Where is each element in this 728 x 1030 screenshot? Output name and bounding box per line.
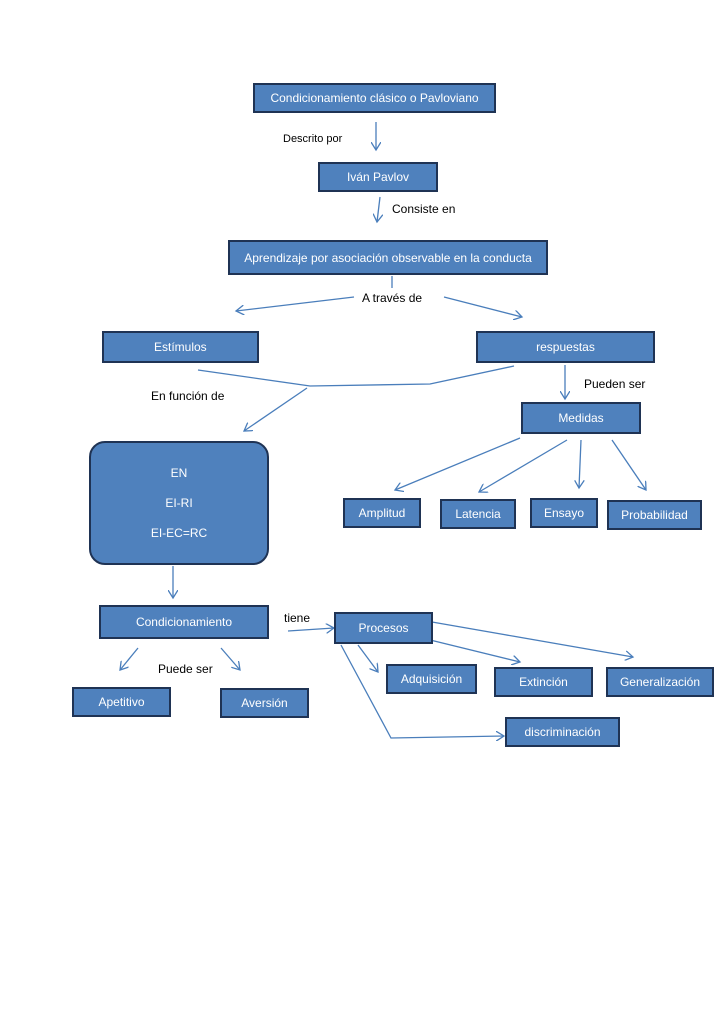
node-medidas-label: Medidas [558,411,604,425]
node-discriminacion-label: discriminación [524,725,601,739]
node-amplitud[interactable]: Amplitud [343,498,421,528]
node-adquisicion-label: Adquisición [400,672,463,686]
label-consiste-en: Consiste en [392,202,456,216]
node-estimulos-tipos[interactable]: EN EI-RI EI-EC=RC [89,441,269,565]
node-probabilidad-label: Probabilidad [621,508,688,522]
node-latencia[interactable]: Latencia [440,499,516,529]
label-descrito-por: Descrito por [283,133,343,145]
node-condicionamiento-label: Condicionamiento [135,615,233,629]
node-aprendizaje[interactable]: Aprendizaje por asociación observable en… [228,240,548,275]
node-probabilidad[interactable]: Probabilidad [607,500,702,530]
arrow-pavlov-to-aprendizaje [377,196,380,222]
arrow-to-estimulos [236,296,355,311]
node-procesos[interactable]: Procesos [334,612,433,644]
node-generalizacion[interactable]: Generalización [606,667,714,697]
node-eiecrc-label: EI-EC=RC [150,526,208,540]
node-medidas[interactable]: Medidas [521,402,641,434]
arrow-tiene-to-procesos [287,628,334,631]
node-aprendizaje-label: Aprendizaje por asociación observable en… [244,250,532,265]
arrow-to-estimulos-group [244,387,308,431]
node-generalizacion-label: Generalización [619,675,701,689]
arrow-to-respuestas [443,296,522,317]
node-pavlov[interactable]: Iván Pavlov [318,162,438,192]
arrow-procesos-to-discriminacion [340,644,504,738]
label-puede-ser: Puede ser [158,662,213,676]
node-ensayo-label: Ensayo [543,506,585,520]
arrow-medidas-to-probabilidad [611,439,646,490]
node-en-label: EN [170,466,188,480]
node-adquisicion[interactable]: Adquisición [386,664,477,694]
label-a-traves-de: A través de [362,291,423,305]
arrow-medidas-to-amplitud [395,437,521,490]
node-amplitud-label: Amplitud [358,506,406,520]
arrow-to-apetitivo [120,647,139,670]
node-estimulos-label: Estímulos [154,340,207,354]
node-pavlov-label: Iván Pavlov [346,170,410,184]
node-apetitivo[interactable]: Apetitivo [72,687,171,717]
arrow-medidas-to-latencia [479,439,568,492]
arrow-procesos-to-adquisicion [357,644,378,672]
node-discriminacion[interactable]: discriminación [505,717,620,747]
node-extincion-label: Extinción [519,675,568,689]
node-extincion[interactable]: Extinción [494,667,593,697]
node-estimulos[interactable]: Estímulos [102,331,259,363]
arrow-procesos-to-generalizacion [431,621,633,657]
node-condicionamiento[interactable]: Condicionamiento [99,605,269,639]
node-eiri-label: EI-RI [165,496,193,510]
node-respuestas[interactable]: respuestas [476,331,655,363]
node-root-label: Condicionamiento clásico o Pavloviano [270,91,479,105]
label-tiene: tiene [284,611,311,625]
arrow-to-aversion [220,647,240,670]
node-procesos-label: Procesos [358,621,409,635]
node-root[interactable]: Condicionamiento clásico o Pavloviano [253,83,496,113]
node-latencia-label: Latencia [455,507,501,521]
node-apetitivo-label: Apetitivo [98,695,145,709]
node-aversion-label: Aversión [241,696,288,710]
line-estimulos-respuestas-join [197,365,515,387]
node-respuestas-label: respuestas [536,340,595,354]
arrow-procesos-to-extincion [421,637,520,662]
node-aversion[interactable]: Aversión [220,688,309,718]
label-en-funcion-de: En función de [151,389,225,403]
arrow-medidas-to-ensayo [579,439,581,488]
label-pueden-ser: Pueden ser [584,377,646,391]
node-ensayo[interactable]: Ensayo [530,498,598,528]
